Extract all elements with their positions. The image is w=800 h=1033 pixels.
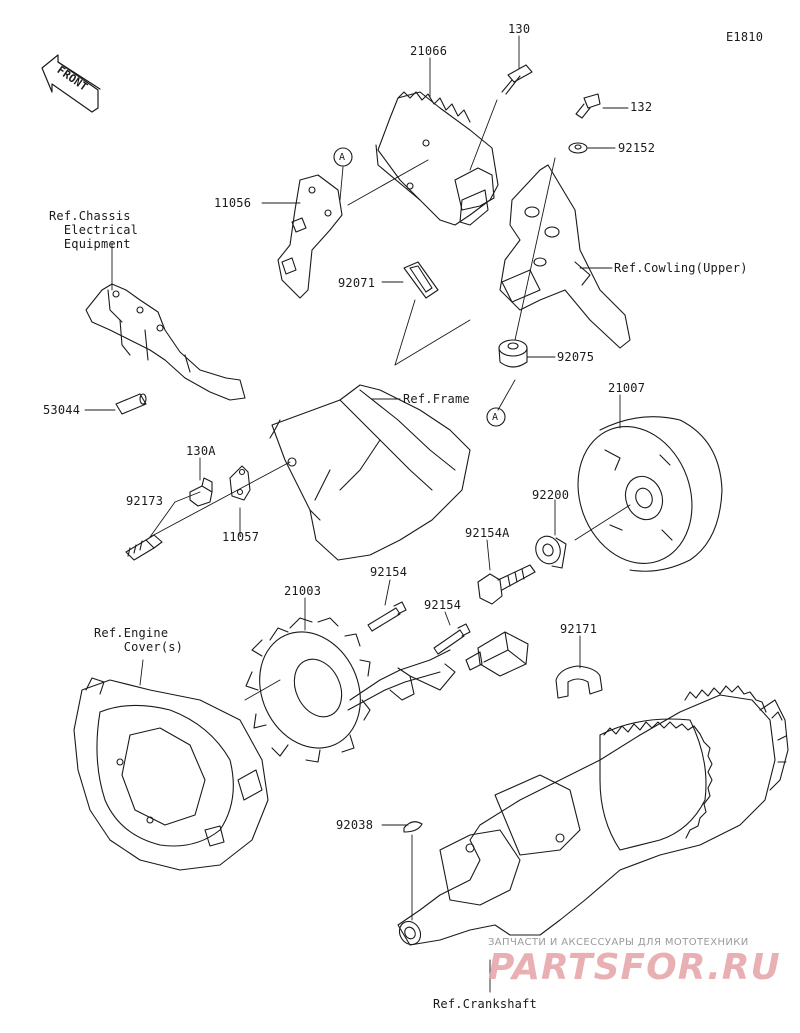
callout-130a[interactable]: 130A <box>186 444 216 458</box>
callout-92154a[interactable]: 92154A <box>465 526 510 540</box>
watermark-tagline: ЗАПЧАСТИ И АКСЕССУАРЫ ДЛЯ МОТОТЕХНИКИ <box>488 937 749 948</box>
ref-engine-cover-label[interactable]: Ref.Engine Cover(s) <box>94 626 184 654</box>
grommet-92071-drawing <box>403 261 439 299</box>
washer-92200-drawing <box>535 535 567 569</box>
ref-cowling-label[interactable]: Ref.Cowling(Upper) <box>614 261 748 275</box>
ref-a-label-2: A <box>492 412 499 423</box>
callout-92154-lower[interactable]: 92154 <box>424 598 462 612</box>
callout-92152[interactable]: 92152 <box>618 141 656 155</box>
grommet-92075-drawing <box>498 339 528 368</box>
bolt-130a-drawing <box>189 477 213 507</box>
clamp-92171-drawing <box>555 665 603 699</box>
ref-frame-label[interactable]: Ref.Frame <box>403 392 470 406</box>
callout-92075[interactable]: 92075 <box>557 350 595 364</box>
ref-a-circle-1 <box>333 147 353 167</box>
bolts-92154-drawing <box>367 601 471 655</box>
flywheel-drawing <box>577 416 723 572</box>
callout-11057[interactable]: 11057 <box>222 530 260 544</box>
stator-drawing <box>245 617 456 763</box>
damper-53044-drawing <box>115 393 147 415</box>
callout-53044[interactable]: 53044 <box>43 403 81 417</box>
callout-21003[interactable]: 21003 <box>284 584 322 598</box>
callout-130[interactable]: 130 <box>508 22 531 36</box>
bracket-11057-drawing <box>229 465 251 501</box>
callout-92154-upper[interactable]: 92154 <box>370 565 408 579</box>
cowling-bracket-drawing <box>499 164 631 349</box>
callout-92171[interactable]: 92171 <box>560 622 598 636</box>
front-arrow-icon <box>41 54 101 113</box>
ref-a-circle-2 <box>486 407 506 427</box>
ref-a-label-1: A <box>339 152 346 163</box>
leader-lines <box>84 35 631 993</box>
key-92038-drawing <box>403 821 423 833</box>
ref-crankshaft-label[interactable]: Ref.Crankshaft <box>433 997 537 1011</box>
crankshaft-drawing <box>397 685 789 946</box>
chassis-bracket-drawing <box>85 283 246 401</box>
bolt-132-drawing <box>568 93 601 154</box>
callout-92038[interactable]: 92038 <box>336 818 374 832</box>
diagram-code: E1810 <box>726 30 764 44</box>
callout-92071[interactable]: 92071 <box>338 276 376 290</box>
bolt-130-drawing <box>501 64 533 95</box>
callout-132[interactable]: 132 <box>630 100 653 114</box>
regulator-drawing <box>375 91 499 226</box>
engine-cover-drawing <box>73 677 269 871</box>
callout-21007[interactable]: 21007 <box>608 381 646 395</box>
callout-11056[interactable]: 11056 <box>214 196 252 210</box>
callout-92200[interactable]: 92200 <box>532 488 570 502</box>
watermark-logo: PARTSFOR.RU <box>488 947 781 988</box>
callout-21066[interactable]: 21066 <box>410 44 448 58</box>
ref-chassis-label[interactable]: Ref.Chassis Electrical Equipment <box>49 209 139 251</box>
connector-drawing <box>465 631 529 677</box>
sensor-92173-drawing <box>125 534 163 561</box>
callout-92173[interactable]: 92173 <box>126 494 164 508</box>
bolt-92154a-drawing <box>477 564 536 605</box>
frame-drawing <box>269 384 471 561</box>
bracket-11056-drawing <box>277 174 343 299</box>
